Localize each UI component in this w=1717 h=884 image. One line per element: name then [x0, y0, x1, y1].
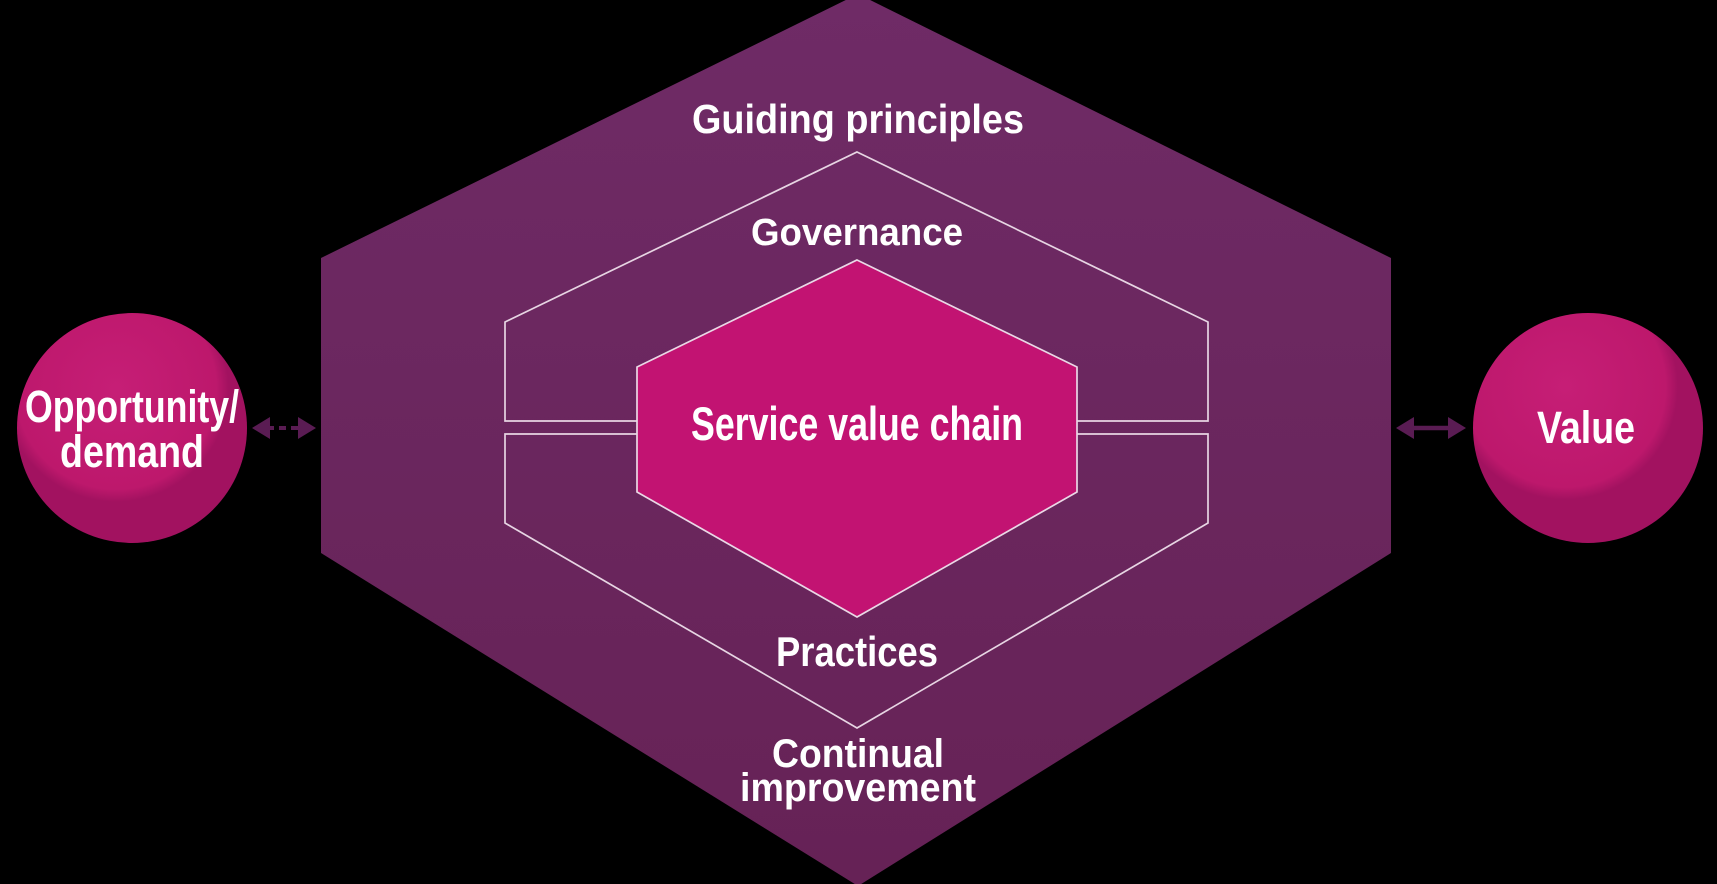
opportunity-demand-label-line2: demand	[60, 426, 204, 477]
left-double-arrow-icon	[252, 417, 316, 439]
value-label: Value	[1537, 402, 1635, 453]
service-value-chain-hexagon	[636, 259, 1078, 618]
guiding-principles-label: Guiding principles	[692, 96, 1024, 142]
right-double-arrow-icon	[1396, 417, 1466, 439]
practices-belt-outline	[504, 433, 1209, 729]
practices-label: Practices	[776, 628, 938, 675]
service-value-chain-label: Service value chain	[691, 397, 1023, 450]
continual-improvement-label-line1: Continual	[772, 732, 944, 776]
opportunity-demand-circle	[17, 313, 247, 543]
governance-label: Governance	[751, 212, 963, 254]
continual-improvement-label-line2: improvement	[740, 766, 976, 810]
value-circle	[1473, 313, 1703, 543]
opportunity-demand-label-line1: Opportunity/	[25, 381, 239, 432]
